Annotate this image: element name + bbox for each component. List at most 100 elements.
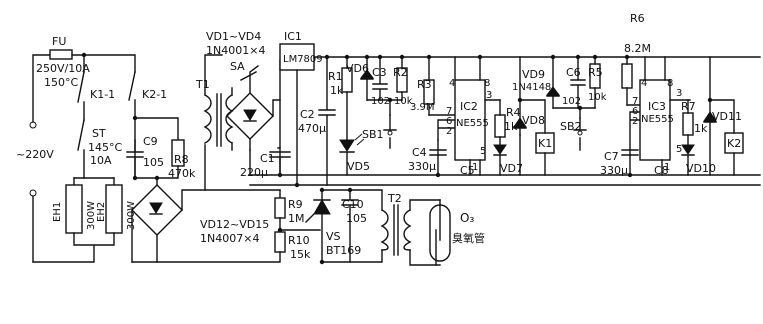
label-r2-value: 10k <box>394 96 413 107</box>
label-st-current: 10A <box>90 154 112 167</box>
label-r5-value: 10k <box>588 92 607 103</box>
label-sa: SA <box>230 60 245 73</box>
label-r3: R3 <box>417 78 432 91</box>
label-supply: ~220V <box>16 148 54 161</box>
diode-vd6 <box>360 56 374 101</box>
thermal-switch-st <box>77 119 85 179</box>
label-vs: VS <box>326 230 341 243</box>
label-r6-value: 8.2M <box>624 42 651 55</box>
label-t1: T1 <box>195 78 210 91</box>
label-r2: R2 <box>393 66 408 79</box>
label-vd1-vd4: VD1~VD4 <box>206 30 261 43</box>
label-vd10: VD10 <box>686 162 716 175</box>
label-vd7: VD7 <box>500 162 523 175</box>
label-c2-value: 470μ <box>298 122 326 135</box>
ozone-generator-section <box>131 189 451 266</box>
resistor-r9 <box>274 197 286 219</box>
label-r1: R1 <box>328 70 343 83</box>
label-st-temp: 145°C <box>88 141 122 154</box>
resistor-r10 <box>274 231 286 253</box>
label-r9-value: 1M <box>288 212 305 225</box>
label-r9: R9 <box>288 198 303 211</box>
label-vd9: VD9 <box>522 68 545 81</box>
label-ic3-pin5: 5 <box>676 144 682 155</box>
capacitor-c7 <box>621 149 639 156</box>
label-r10-value: 15k <box>290 248 311 261</box>
label-o3-name: 臭氧管 <box>452 231 485 245</box>
label-r8: R8 <box>174 153 189 166</box>
thyristor-vs <box>305 189 331 263</box>
diode-vd9 <box>546 56 560 109</box>
label-c7-value: 330μ <box>600 164 628 177</box>
label-fu-rating: 250V/10A <box>36 62 90 75</box>
label-c7: C7 <box>604 150 619 163</box>
label-r5: R5 <box>588 66 603 79</box>
junction-dots <box>81 52 713 265</box>
label-c1-value: 220μ <box>240 166 268 179</box>
label-ic2-pin7: 7 <box>446 106 452 117</box>
label-ic3-pin4: 4 <box>641 78 647 89</box>
label-eh2-watt: 300W <box>126 201 137 230</box>
resistor-r6 <box>621 63 633 89</box>
transformer-t2 <box>380 204 412 256</box>
label-st: ST <box>92 127 106 140</box>
switch-sa <box>240 71 257 81</box>
label-c3: C3 <box>372 66 387 79</box>
label-ic2-pin6: 6 <box>446 116 452 127</box>
label-vd11: VD11 <box>712 110 742 123</box>
label-c3-value: 102 <box>371 96 390 107</box>
label-r1-value: 1k <box>330 84 344 97</box>
timer-ic2-ne555 <box>454 79 486 161</box>
diode-vd8 <box>513 56 527 136</box>
label-c10: C10 <box>342 198 364 211</box>
label-c2: C2 <box>300 108 315 121</box>
label-ic2: IC2 <box>460 100 478 113</box>
label-vd12-vd15: VD12~VD15 <box>200 218 269 231</box>
capacitor-c6 <box>570 56 586 109</box>
label-sb2: SB2 <box>560 120 582 133</box>
label-r3-value: 3.9M <box>410 102 435 113</box>
label-r6: R6 <box>630 12 645 25</box>
label-ic3-pin2: 2 <box>632 116 638 127</box>
heater-eh2 <box>105 184 123 234</box>
label-ic1-type: LM7809 <box>283 54 323 65</box>
label-c4: C4 <box>412 146 427 159</box>
led-vd7 <box>493 144 507 176</box>
label-eh2: EH2 <box>96 202 107 222</box>
capacitor-c4 <box>429 139 447 156</box>
label-vd8: VD8 <box>522 114 545 127</box>
supply-terminal-top <box>29 121 37 129</box>
transformer-t1 <box>203 93 234 147</box>
component-labels: FU 250V/10A 150°C K1-1 ST 145°C 10A ~220… <box>16 12 742 261</box>
label-ic3: IC3 <box>648 100 666 113</box>
label-o3: O₃ <box>460 211 474 225</box>
label-c9: C9 <box>143 135 158 148</box>
label-vd9-type: 1N4148 <box>512 82 551 93</box>
label-ic3-pin1: 1 <box>664 162 670 173</box>
low-voltage-supply <box>203 43 761 191</box>
label-k2-1: K2-1 <box>142 88 167 101</box>
label-c1: C1 <box>260 152 275 165</box>
timer-ic3-ne555 <box>639 79 671 161</box>
label-c6: C6 <box>566 66 581 79</box>
label-r10: R10 <box>288 234 310 247</box>
capacitor-c9 <box>126 139 144 179</box>
label-vd6: VD6 <box>346 62 369 75</box>
label-vd12-vd15-type: 1N4007×4 <box>200 232 259 245</box>
relay-contact-k1-1 <box>77 71 85 121</box>
bridge-rectifier-vd1-vd4 <box>226 92 274 140</box>
label-ic3-pin7: 7 <box>632 96 638 107</box>
relay-contact-k2-1 <box>128 71 136 119</box>
timer-ic3-section <box>546 56 744 176</box>
label-ic3-pin8: 8 <box>667 78 673 89</box>
label-fu-temp: 150°C <box>44 76 78 89</box>
label-r7: R7 <box>681 100 696 113</box>
label-r7-value: 1k <box>694 122 708 135</box>
capacitor-c3 <box>372 56 388 101</box>
ozone-tube-o3 <box>429 199 451 266</box>
resistor-r7 <box>682 112 694 136</box>
label-ic3-pin6: 6 <box>632 106 638 117</box>
label-c8: C8 <box>654 164 669 177</box>
label-ic2-pin2: 2 <box>446 126 452 137</box>
